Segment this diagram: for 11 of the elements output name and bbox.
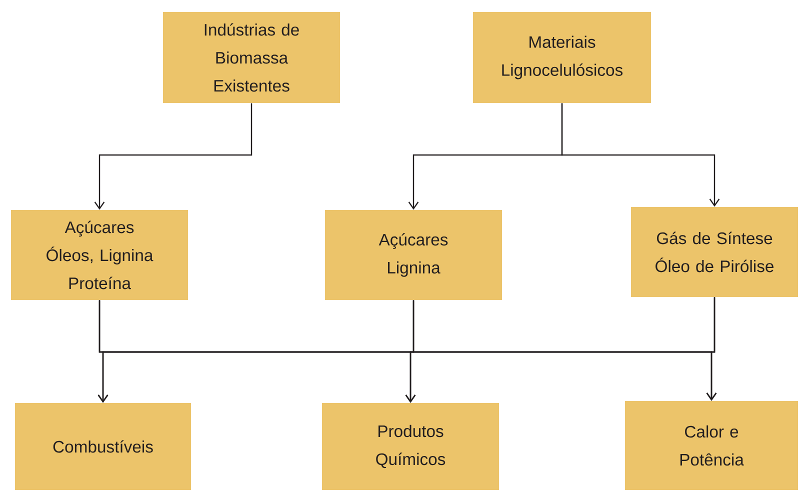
arrow	[561, 103, 720, 207]
process-box: Combustíveis	[15, 403, 191, 490]
arrow	[706, 297, 717, 401]
process-box: Gás de Síntese Óleo de Pirólise	[631, 207, 798, 297]
process-box: Indústrias de Biomassa Existentes	[163, 12, 340, 103]
process-box: Calor e Potência	[625, 401, 798, 490]
process-box: Açúcares Lignina	[325, 210, 502, 300]
process-box: Materiais Lignocelulósicos	[473, 12, 651, 103]
arrow	[94, 103, 252, 210]
process-box: Açúcares Óleos, Lignina Proteína	[11, 210, 188, 300]
process-box: Produtos Químicos	[322, 403, 499, 490]
